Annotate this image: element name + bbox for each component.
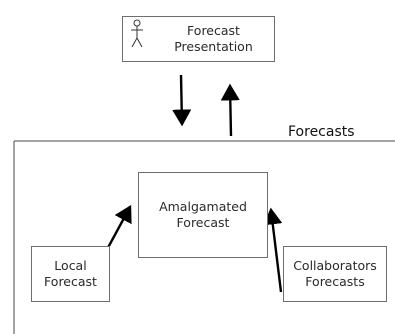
collab-label-line1: Collaborators [293,258,377,273]
forecasts-frame-label: Forecasts [288,124,355,140]
local-label-line2: Forecast [44,274,97,289]
local-label-line1: Local [54,258,87,273]
forecast-presentation-box[interactable]: Forecast Presentation [122,16,275,62]
amalgamated-label-line2: Forecast [176,215,230,230]
amalgamated-forecast-box[interactable]: Amalgamated Forecast [138,172,268,258]
collaborators-forecasts-box[interactable]: Collaborators Forecasts [283,246,387,302]
amalgamated-label-line1: Amalgamated [159,199,247,214]
arrow-collab-to-amalgamated [263,207,283,293]
presentation-label-line1: Forecast [187,23,240,38]
local-forecast-box[interactable]: Local Forecast [31,246,110,302]
arrow-forecasts-to-presentation [220,83,240,137]
user-icon [131,19,143,48]
arrow-presentation-to-forecasts [172,74,192,127]
collab-label-line2: Forecasts [305,274,365,289]
presentation-label-line2: Presentation [174,39,253,54]
